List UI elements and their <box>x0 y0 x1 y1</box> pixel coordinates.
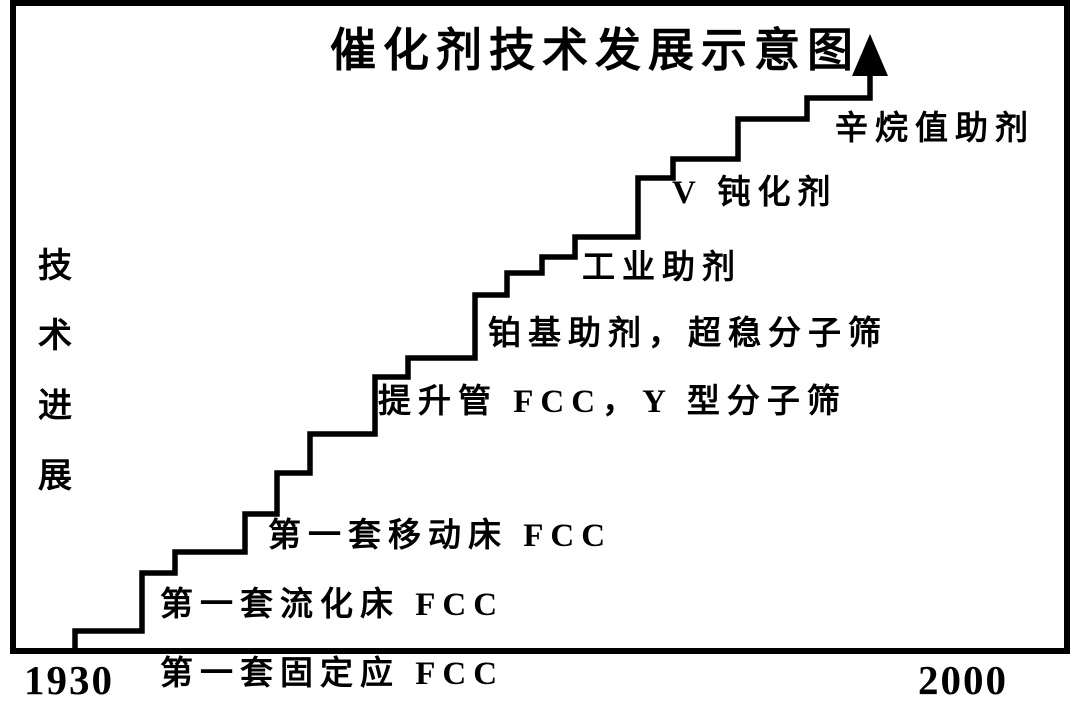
y-axis-char: 进 <box>38 388 72 425</box>
milestone-octane-additive: 辛烷值助剂 <box>835 111 1035 147</box>
milestone-v-passivator: V 钝化剂 <box>672 175 838 211</box>
y-axis-char: 技 <box>38 248 72 285</box>
staircase-line <box>72 74 873 651</box>
axis-year-start: 1930 <box>24 657 114 703</box>
milestone-riser-fcc-y-sieve: 提升管 FCC，Y 型分子筛 <box>378 384 847 420</box>
arrow-up-icon <box>852 34 888 76</box>
diagram-title: 催化剂技术发展示意图 <box>330 25 860 76</box>
milestone-moving-bed-fcc: 第一套移动床 FCC <box>268 518 613 554</box>
y-axis-label: 技 术 进 展 <box>38 250 72 494</box>
milestone-fluidized-bed-fcc: 第一套流化床 FCC <box>160 587 505 623</box>
axis-year-end: 2000 <box>918 657 1008 703</box>
y-axis-char: 展 <box>38 458 72 495</box>
milestone-fixed-bed-fcc: 第一套固定应 FCC <box>160 656 505 692</box>
milestone-pt-additive-usy-sieve: 铂基助剂，超稳分子筛 <box>488 316 888 352</box>
y-axis-char: 术 <box>38 318 72 355</box>
milestone-industrial-additive: 工业助剂 <box>582 250 742 286</box>
